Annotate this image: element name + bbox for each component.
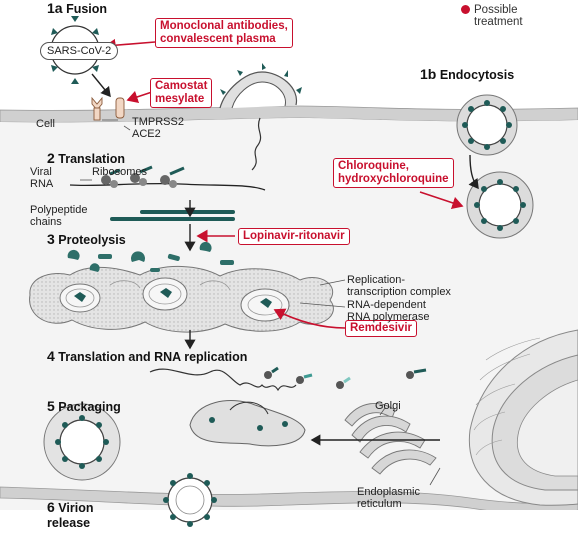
treatment-chloroquine: Chloroquine,hydroxychloroquine [333,158,454,188]
step-1b-heading: 1b Endocytosis [420,66,514,82]
er-label-2: reticulum [357,498,402,510]
step-1a-number: 1a [47,0,63,16]
tmprss2-protease [91,96,103,121]
legend: Possible treatment [461,4,523,28]
rdrp-label-1: RNA-dependent [347,299,426,311]
ace2-label: ACE2 [132,128,161,140]
step-3-heading: 3 Proteolysis [47,231,126,247]
step-4-heading: 4 Translation and RNA replication [47,348,247,364]
viral-rna-label-1: Viral [30,166,52,178]
treatment-camostat-2: mesylate [155,93,205,105]
legend-dot-icon [461,5,470,14]
treatment-lopinavir-ritonavir: Lopinavir-ritonavir [238,228,350,245]
arrow-endocytosis-down [468,154,479,190]
legend-label-1: Possible [474,4,518,16]
polypeptide-label-2: chains [30,216,62,228]
released-virion [163,473,217,527]
rtc-label-2: transcription complex [347,286,451,298]
ribosomes-label: Ribosomes [92,166,148,178]
step-1b-number: 1b [420,66,437,82]
rtc-label-1: Replication- [347,274,406,286]
viral-rna-label-2: RNA [30,178,54,190]
step-1a-text: Fusion [66,2,108,16]
assembled-virion-vesicle [43,403,121,481]
step-2-heading: 2 Translation [47,150,125,166]
golgi-label: Golgi [375,400,401,412]
step-1a-heading: 1a Fusion [47,0,107,16]
rdrp-label-2: RNA polymerase [347,311,430,323]
treatment-chloroquine-1: Chloroquine, [338,160,409,172]
treatment-remdesivir: Remdesivir [345,320,418,337]
step-6-text-1: Virion [58,501,94,515]
step-6-text-2: release [47,516,91,530]
endocytic-vesicle-1 [456,94,518,156]
step-4-text: Translation and RNA replication [58,350,248,364]
packaging-vesicle [189,400,306,447]
step-5-number: 5 [47,398,55,414]
arrow-camostat [126,90,153,104]
step-3-text: Proteolysis [58,233,126,247]
step-6-number: 6 [47,499,55,515]
treatment-chloroquine-2: hydroxychloroquine [338,173,449,185]
step-5-text: Packaging [58,400,121,414]
outside-bottom [0,510,578,550]
cleaved-proteins [67,241,234,272]
virus-label: SARS-CoV-2 [40,42,119,60]
treatment-camostat-1: Camostat [155,80,208,92]
new-structural-proteins [264,366,427,389]
arrow-chloroquine [419,191,464,210]
nucleus-er-complex [468,329,578,506]
cell-interior [0,118,578,550]
legend-label-2: treatment [474,16,523,28]
step-3-number: 3 [47,231,55,247]
step-5-heading: 5 Packaging [47,398,121,414]
endocytic-vesicle-2 [466,171,534,239]
replication-transcription-complex [29,266,334,333]
er-label-1: Endoplasmic [357,486,420,498]
polypeptide-label-1: Polypeptide [30,204,88,216]
tmprss2-label: TMPRSS2 [132,116,184,128]
treatment-monoclonal-antibodies: Monoclonal antibodies,convalescent plasm… [155,18,293,48]
rtc-label: Replication-transcription complex [347,274,451,298]
genomic-rna-coil [149,368,297,392]
arrow-virus-to-membrane [91,73,111,98]
bottom-membrane [0,486,578,515]
arrow-remdesivir [273,308,346,329]
ace2-receptor [115,97,125,119]
step-1b-text: Endocytosis [439,68,515,82]
step-2-number: 2 [47,150,55,166]
viral-rna-with-ribosomes [69,165,266,191]
golgi-stacks [344,403,437,475]
treatment-antibodies-2: convalescent plasma [160,33,276,45]
fusing-virion [219,63,302,171]
step-4-number: 4 [47,348,55,364]
step-2-text: Translation [58,152,125,166]
cell-label: Cell [36,118,55,130]
treatment-antibodies-1: Monoclonal antibodies, [160,20,288,32]
